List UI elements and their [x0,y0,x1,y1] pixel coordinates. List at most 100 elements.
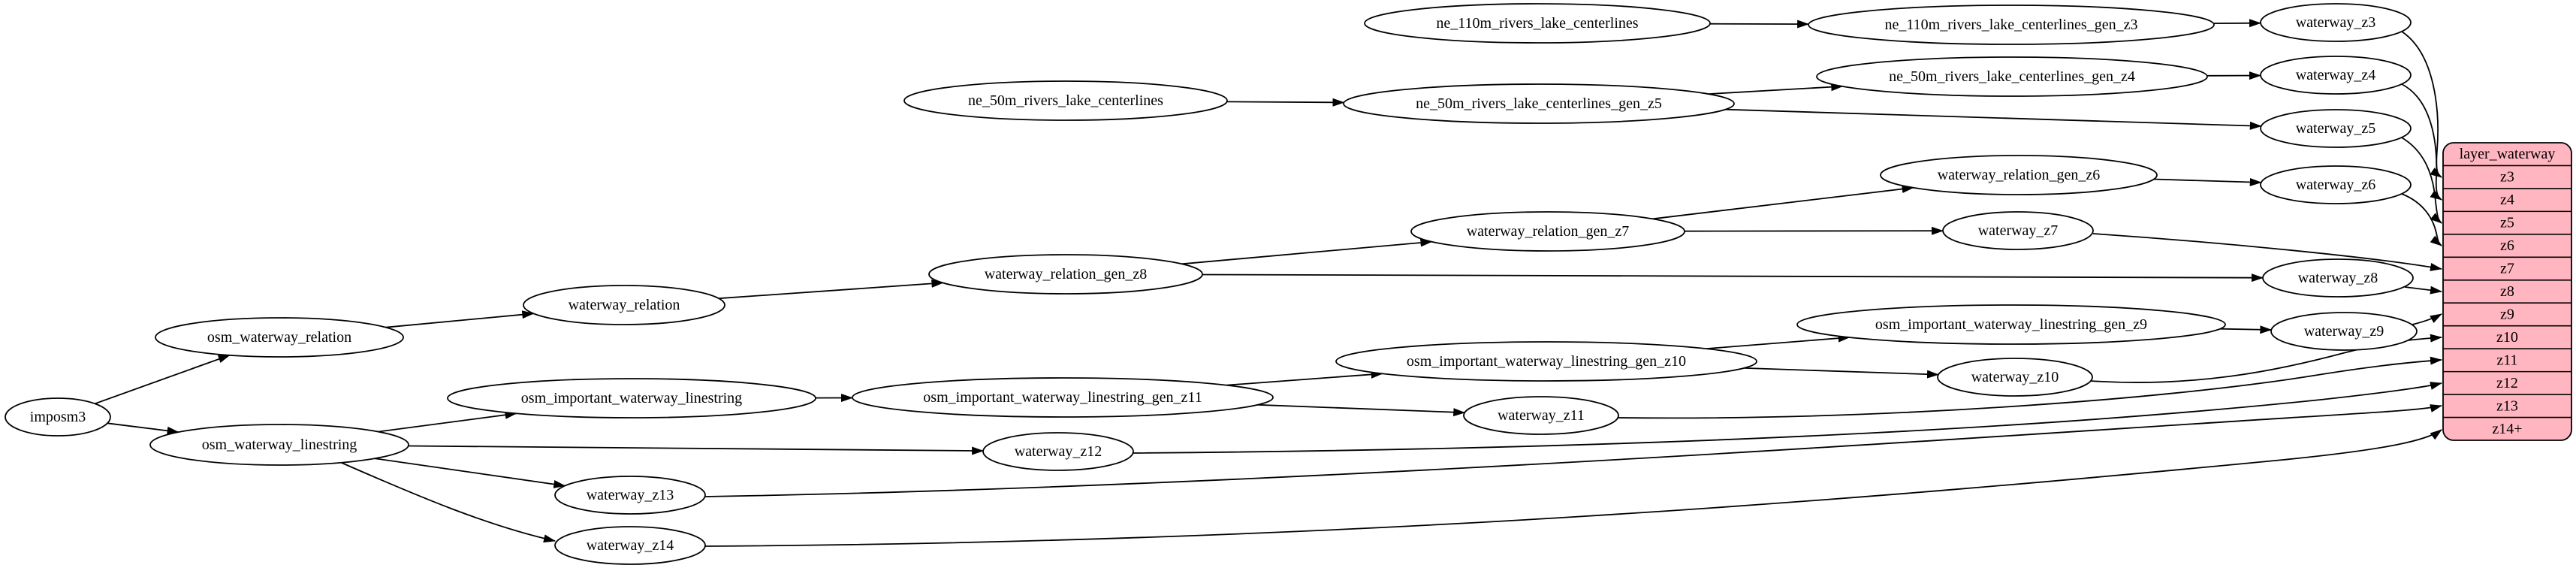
edge-osm_waterway_linestring-to-waterway_z13 [374,458,566,488]
node-waterway_z6: waterway_z6 [2260,165,2412,204]
node-ne_110m_rivers_lake_centerlines: ne_110m_rivers_lake_centerlines [1364,3,1711,44]
edge-waterway_z9-to-layer_waterway-z9 [2412,313,2442,325]
node-label-waterway_z3: waterway_z3 [2296,14,2376,31]
node-ellipse-waterway_z8 [2262,258,2414,298]
edge-waterway_z11-to-layer_waterway-z11 [1617,356,2442,419]
node-label-waterway_z11: waterway_z11 [1498,407,1585,424]
node-label-osm_important_waterway_linestring_gen_z11: osm_important_waterway_linestring_gen_z1… [923,389,1202,406]
edge-osm_waterway_relation-to-waterway_relation [385,310,535,328]
node-label-waterway_relation: waterway_relation [569,297,680,313]
node-waterway_z8: waterway_z8 [2262,258,2414,298]
node-label-waterway_relation_gen_z6: waterway_relation_gen_z6 [1938,167,2101,183]
table-row-z3: z3 [2500,169,2514,186]
edge-osm_waterway_linestring-to-waterway_z12 [408,445,985,455]
edge-osm_important_waterway_linestring_gen_z10-to-osm_important_waterway_linestring_gen_z9 [1706,334,1851,349]
node-ellipse-osm_important_waterway_linestring_gen_z11 [852,377,1274,418]
node-waterway_z13: waterway_z13 [554,476,706,515]
node-label-ne_50m_rivers_lake_centerlines_gen_z4: ne_50m_rivers_lake_centerlines_gen_z4 [1889,68,2135,85]
table-layer_waterway [2442,142,2572,441]
node-label-waterway_z6: waterway_z6 [2296,177,2376,193]
edge-ne_50m_rivers_lake_centerlines_gen_z5-to-ne_50m_rivers_lake_centerlines_gen_z4 [1708,83,1844,95]
node-label-waterway_relation_gen_z7: waterway_relation_gen_z7 [1467,223,1630,240]
node-osm_important_waterway_linestring_gen_z9: osm_important_waterway_linestring_gen_z9 [1796,304,2226,345]
node-waterway_relation_gen_z7: waterway_relation_gen_z7 [1410,211,1685,252]
edges-layer [94,19,2442,547]
table-row-z5: z5 [2500,215,2514,231]
node-label-osm_important_waterway_linestring_gen_z10: osm_important_waterway_linestring_gen_z1… [1407,353,1686,370]
edge-ne_50m_rivers_lake_centerlines_gen_z5-to-waterway_z5 [1725,108,2262,130]
node-ellipse-waterway_z6 [2260,165,2412,204]
node-ellipse-osm_waterway_linestring [149,424,409,466]
node-label-osm_waterway_linestring: osm_waterway_linestring [202,437,357,453]
node-ellipse-waterway_z11 [1463,396,1619,435]
edge-waterway_z3-to-layer_waterway-z3 [2401,31,2442,178]
node-osm_waterway_relation: osm_waterway_relation [155,317,404,358]
node-ne_50m_rivers_lake_centerlines_gen_z5: ne_50m_rivers_lake_centerlines_gen_z5 [1343,83,1735,124]
table-row-z10: z10 [2496,329,2518,346]
table-row-z4: z4 [2500,192,2514,208]
edge-osm_important_waterway_linestring_gen_z10-to-waterway_z10 [1744,367,1939,379]
edge-waterway_z14-to-layer_waterway-z14+ [703,429,2442,547]
node-waterway_z12: waterway_z12 [982,432,1134,471]
node-ellipse-ne_110m_rivers_lake_centerlines [1364,3,1711,44]
node-label-ne_110m_rivers_lake_centerlines_gen_z3: ne_110m_rivers_lake_centerlines_gen_z3 [1885,17,2138,33]
node-ellipse-ne_50m_rivers_lake_centerlines_gen_z4 [1816,56,2208,97]
node-label-waterway_z12: waterway_z12 [1015,443,1102,460]
node-ellipse-waterway_relation_gen_z6 [1880,155,2158,195]
nodes-layer: imposm3 osm_waterway_relation osm_waterway… [5,3,2418,565]
node-ne_110m_rivers_lake_centerlines_gen_z3: ne_110m_rivers_lake_centerlines_gen_z3 [1808,5,2215,45]
node-waterway_z5: waterway_z5 [2260,109,2412,148]
edge-osm_waterway_linestring-to-waterway_z14 [341,462,556,543]
node-osm_waterway_linestring: osm_waterway_linestring [149,424,409,466]
edge-osm_important_waterway_linestring_gen_z11-to-osm_important_waterway_linestring_gen_z10 [1226,370,1383,386]
edge-imposm3-to-osm_waterway_linestring [107,422,179,435]
edge-ne_50m_rivers_lake_centerlines-to-ne_50m_rivers_lake_centerlines_gen_z5 [1226,98,1345,107]
edge-waterway_z4-to-layer_waterway-z4 [2401,83,2442,201]
node-label-waterway_z8: waterway_z8 [2298,270,2378,286]
node-ellipse-waterway_z14 [554,526,706,565]
node-ellipse-waterway_relation_gen_z7 [1410,211,1685,252]
node-label-waterway_z13: waterway_z13 [587,487,674,503]
table-title-layer_waterway: layer_waterway [2460,146,2556,162]
edge-waterway_z7-to-layer_waterway-z7 [2092,233,2442,271]
node-label-waterway_z4: waterway_z4 [2296,67,2376,83]
node-ellipse-osm_important_waterway_linestring_gen_z9 [1796,304,2226,345]
node-label-osm_waterway_relation: osm_waterway_relation [207,329,351,346]
table-row-z8: z8 [2500,283,2514,300]
node-ellipse-imposm3 [5,397,111,437]
edge-waterway_z5-to-layer_waterway-z5 [2400,136,2442,224]
node-label-imposm3: imposm3 [30,409,86,425]
node-imposm3: imposm3 [5,397,111,437]
node-ellipse-waterway_z5 [2260,109,2412,148]
node-label-osm_important_waterway_linestring_gen_z9: osm_important_waterway_linestring_gen_z9 [1875,316,2147,333]
node-waterway_z10: waterway_z10 [1937,358,2093,397]
table-row-z7: z7 [2500,261,2514,277]
edge-osm_important_waterway_linestring_gen_z9-to-waterway_z9 [2220,325,2273,334]
edge-waterway_relation-to-waterway_relation_gen_z8 [719,279,944,300]
table-row-z6: z6 [2500,237,2514,254]
node-ellipse-osm_waterway_relation [155,317,404,358]
node-label-waterway_relation_gen_z8: waterway_relation_gen_z8 [985,266,1148,282]
node-label-ne_110m_rivers_lake_centerlines: ne_110m_rivers_lake_centerlines [1436,15,1638,32]
edge-waterway_z12-to-layer_waterway-z12 [1132,382,2442,454]
node-osm_important_waterway_linestring_gen_z11: osm_important_waterway_linestring_gen_z1… [852,377,1274,418]
node-waterway_z11: waterway_z11 [1463,396,1619,435]
node-ellipse-osm_important_waterway_linestring_gen_z10 [1335,341,1757,382]
node-waterway_z7: waterway_z7 [1942,211,2094,250]
node-label-osm_important_waterway_linestring: osm_important_waterway_linestring [521,390,742,406]
edge-waterway_z6-to-layer_waterway-z6 [2401,193,2442,246]
node-waterway_relation: waterway_relation [523,285,725,325]
edge-waterway_relation_gen_z8-to-waterway_z8 [1202,273,2264,282]
table-row-z14+: z14+ [2492,421,2522,437]
node-ellipse-ne_50m_rivers_lake_centerlines [903,80,1228,121]
node-waterway_z4: waterway_z4 [2260,56,2412,95]
node-ellipse-waterway_z4 [2260,56,2412,95]
node-label-waterway_z5: waterway_z5 [2296,120,2376,137]
node-waterway_z3: waterway_z3 [2260,3,2412,42]
node-osm_important_waterway_linestring: osm_important_waterway_linestring [447,378,816,418]
node-ne_50m_rivers_lake_centerlines: ne_50m_rivers_lake_centerlines [903,80,1228,121]
table-row-z11: z11 [2496,352,2517,368]
node-ellipse-waterway_z3 [2260,3,2412,42]
node-label-ne_50m_rivers_lake_centerlines: ne_50m_rivers_lake_centerlines [968,92,1163,109]
